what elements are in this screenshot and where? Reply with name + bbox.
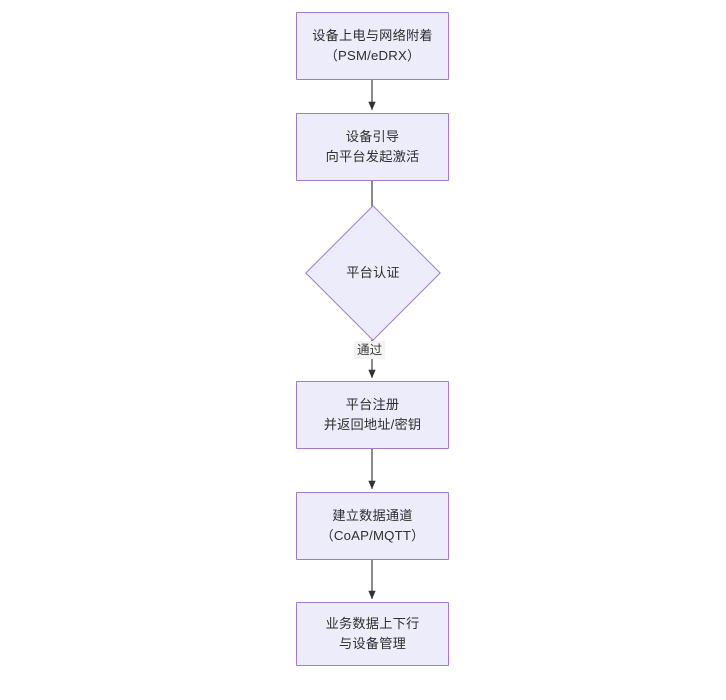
node-label: 业务数据上下行 与设备管理 [325, 615, 420, 651]
edge-label-pass: 通过 [354, 341, 386, 360]
node-establish-data-channel[interactable]: 建立数据通道 （CoAP/MQTT） [296, 492, 449, 560]
edge-label-text: 通过 [357, 343, 383, 357]
node-label: 设备引导 向平台发起激活 [325, 128, 420, 164]
node-platform-auth[interactable]: 平台认证 [305, 205, 441, 341]
node-label: 建立数据通道 （CoAP/MQTT） [320, 507, 425, 543]
node-device-power-on[interactable]: 设备上电与网络附着 （PSM/eDRX） [296, 12, 449, 80]
node-platform-register[interactable]: 平台注册 并返回地址/密钥 [296, 381, 449, 449]
node-label: 平台注册 并返回地址/密钥 [323, 396, 422, 432]
node-device-bootstrap[interactable]: 设备引导 向平台发起激活 [296, 113, 449, 181]
node-label: 设备上电与网络附着 （PSM/eDRX） [312, 27, 433, 63]
node-business-data-and-device-management[interactable]: 业务数据上下行 与设备管理 [296, 602, 449, 666]
node-label: 平台认证 [346, 264, 400, 280]
